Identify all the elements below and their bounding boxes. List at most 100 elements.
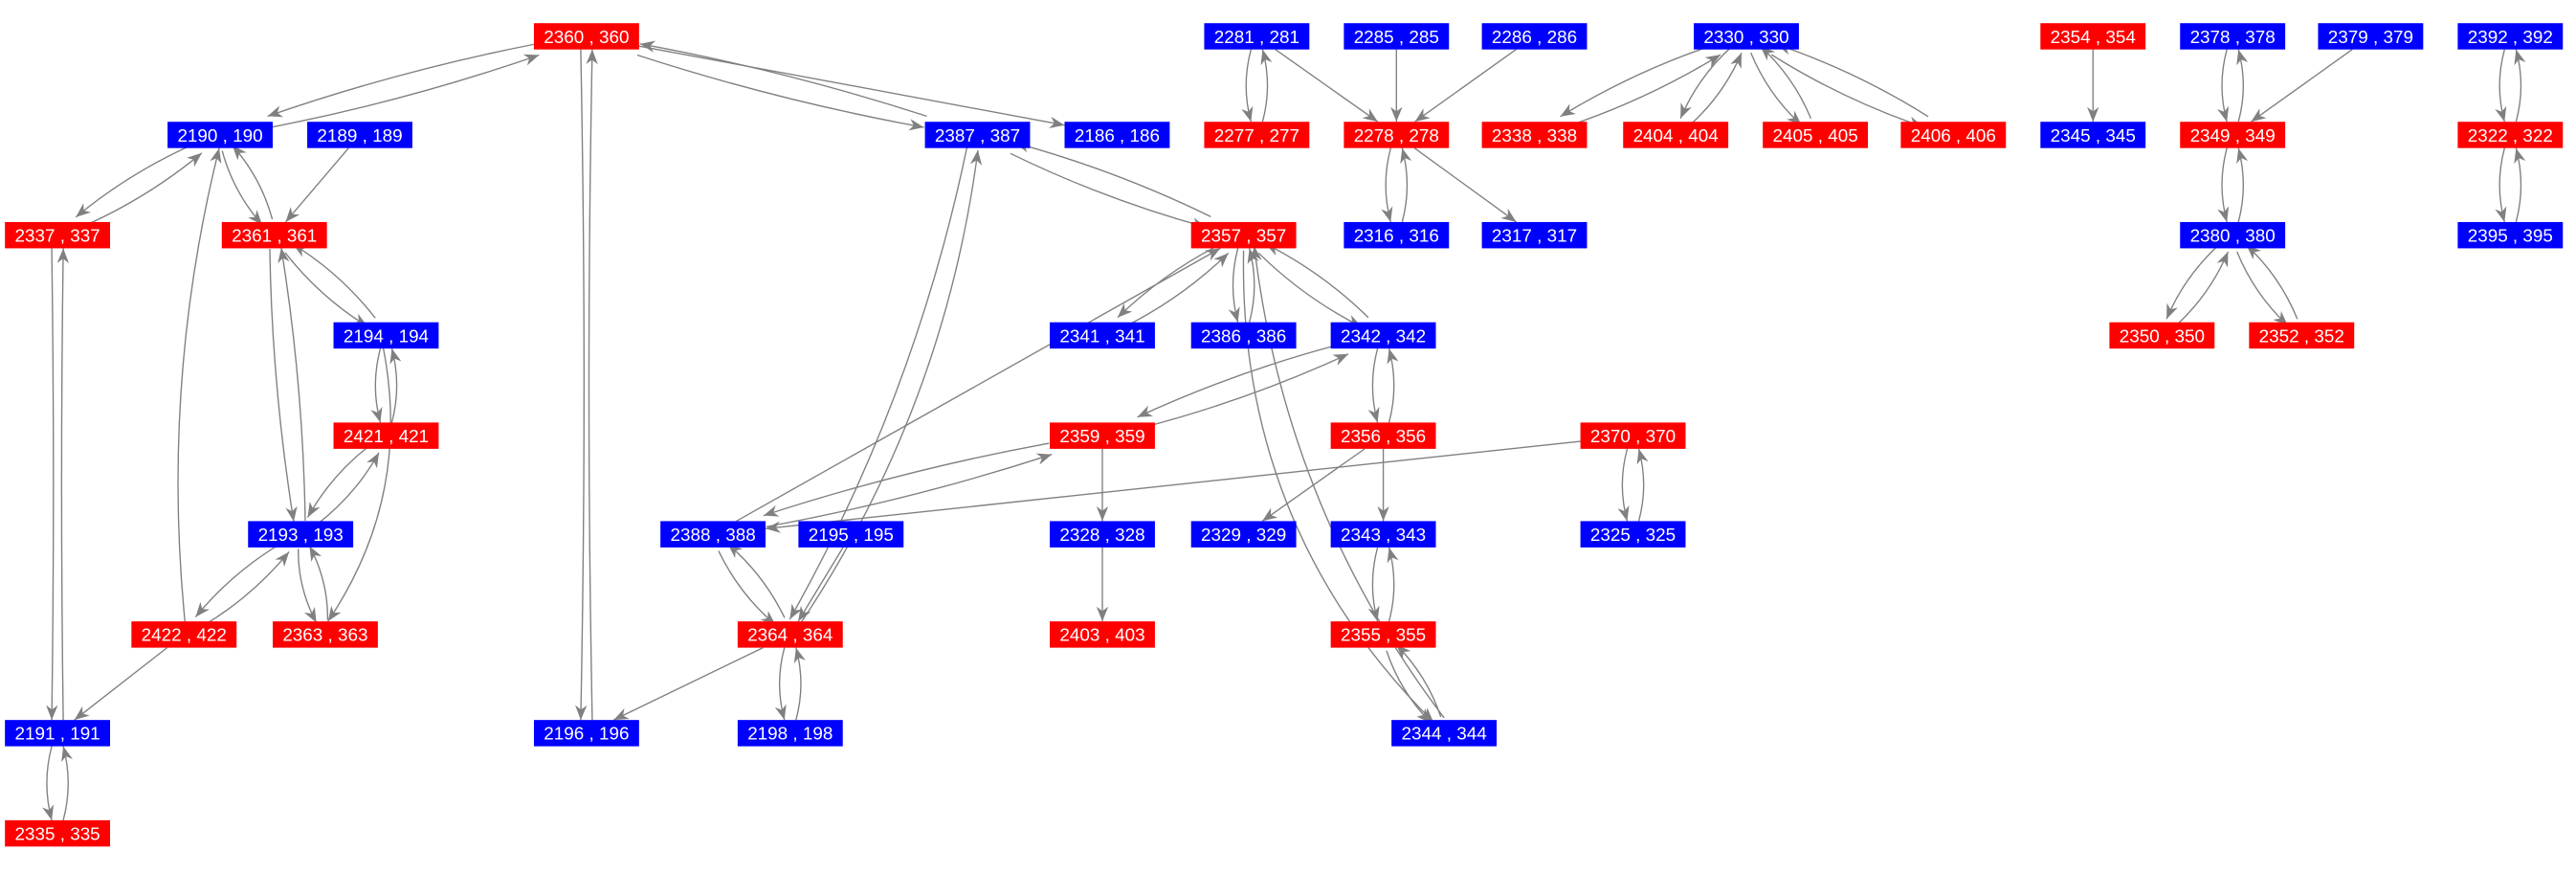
node-box: [1481, 23, 1588, 50]
node-2387[interactable]: 2387 , 387: [924, 122, 1031, 148]
node-2189[interactable]: 2189 , 189: [307, 122, 412, 148]
edge-2277-to-2281: [1260, 49, 1273, 123]
node-2328[interactable]: 2328 , 328: [1050, 521, 1155, 548]
node-2278[interactable]: 2278 , 278: [1344, 122, 1450, 148]
node-box: [1900, 122, 2007, 148]
node-label: 2380 , 380: [2190, 227, 2276, 247]
node-2191[interactable]: 2191 , 191: [5, 720, 111, 747]
node-2354[interactable]: 2354 , 354: [2040, 23, 2146, 50]
node-2395[interactable]: 2395 , 395: [2457, 221, 2564, 249]
node-2198[interactable]: 2198 , 198: [737, 720, 843, 747]
edge-2357-to-2341: [1117, 242, 1223, 319]
node-2361[interactable]: 2361 , 361: [221, 221, 327, 249]
edge-2338-to-2330: [1565, 54, 1721, 128]
node-box: [1391, 720, 1498, 747]
node-2404[interactable]: 2404 , 404: [1623, 122, 1729, 148]
node-2405[interactable]: 2405 , 405: [1763, 122, 1869, 148]
edge-2190-to-2361: [221, 150, 263, 226]
node-label: 2350 , 350: [2120, 326, 2205, 347]
node-2194[interactable]: 2194 , 194: [333, 322, 439, 349]
node-label: 2404 , 404: [1633, 126, 1719, 146]
node-2316[interactable]: 2316 , 316: [1344, 221, 1450, 249]
node-2364[interactable]: 2364 , 364: [737, 621, 843, 648]
node-2356[interactable]: 2356 , 356: [1330, 422, 1436, 449]
node-2380[interactable]: 2380 , 380: [2180, 221, 2286, 249]
node-2352[interactable]: 2352 , 352: [2249, 322, 2355, 349]
node-label: 2196 , 196: [544, 725, 629, 745]
node-box: [272, 621, 378, 648]
node-label: 2191 , 191: [14, 725, 100, 745]
node-2285[interactable]: 2285 , 285: [1344, 23, 1450, 50]
node-box: [248, 521, 354, 548]
node-2386[interactable]: 2386 , 386: [1190, 322, 1297, 349]
edge-2198-to-2364: [793, 647, 806, 721]
node-2338[interactable]: 2338 , 338: [1481, 122, 1588, 148]
node-2190[interactable]: 2190 , 190: [167, 122, 273, 148]
node-box: [1330, 322, 1436, 349]
node-2370[interactable]: 2370 , 370: [1580, 422, 1686, 449]
node-2196[interactable]: 2196 , 196: [533, 720, 639, 747]
node-box: [1050, 422, 1155, 449]
node-2193[interactable]: 2193 , 193: [248, 521, 354, 548]
node-2343[interactable]: 2343 , 343: [1330, 521, 1436, 548]
node-2349[interactable]: 2349 , 349: [2180, 122, 2286, 148]
node-2330[interactable]: 2330 , 330: [1694, 23, 1799, 50]
node-box: [1580, 422, 1686, 449]
edge-2337-to-2191: [46, 248, 58, 721]
edge-2342-to-2357: [1264, 242, 1369, 319]
node-2281[interactable]: 2281 , 281: [1204, 23, 1310, 50]
node-2341[interactable]: 2341 , 341: [1050, 322, 1155, 349]
node-2344[interactable]: 2344 , 344: [1391, 720, 1498, 747]
node-2286[interactable]: 2286 , 286: [1481, 23, 1588, 50]
node-2342[interactable]: 2342 , 342: [1330, 322, 1436, 349]
edge-2281-to-2277: [1241, 49, 1254, 123]
node-2329[interactable]: 2329 , 329: [1190, 521, 1297, 548]
node-box: [660, 521, 766, 548]
node-2350[interactable]: 2350 , 350: [2109, 322, 2215, 349]
node-2421[interactable]: 2421 , 421: [333, 422, 439, 449]
edge-2342-to-2359: [1137, 342, 1345, 418]
edge-2404-to-2330: [1689, 52, 1743, 126]
edge-2421-to-2193: [306, 444, 371, 518]
node-box: [1580, 521, 1686, 548]
node-label: 2329 , 329: [1201, 526, 1286, 546]
node-2355[interactable]: 2355 , 355: [1330, 621, 1436, 648]
edge-2359-to-2388: [763, 442, 1050, 517]
node-label: 2361 , 361: [232, 227, 317, 247]
node-2322[interactable]: 2322 , 322: [2457, 122, 2564, 148]
edge-2364-to-2387: [800, 149, 983, 624]
node-box: [1190, 521, 1297, 548]
node-2379[interactable]: 2379 , 379: [2318, 23, 2424, 50]
node-label: 2278 , 278: [1354, 126, 1439, 146]
node-2359[interactable]: 2359 , 359: [1050, 422, 1155, 449]
node-2325[interactable]: 2325 , 325: [1580, 521, 1686, 548]
node-label: 2349 , 349: [2190, 126, 2276, 146]
node-2335[interactable]: 2335 , 335: [5, 819, 111, 847]
node-2406[interactable]: 2406 , 406: [1900, 122, 2007, 148]
node-2357[interactable]: 2357 , 357: [1190, 221, 1297, 249]
node-2360[interactable]: 2360 , 360: [533, 23, 639, 50]
node-2388[interactable]: 2388 , 388: [660, 521, 766, 548]
edge-2380-to-2349: [2236, 147, 2249, 223]
edge-2191-to-2335: [42, 746, 55, 821]
node-2195[interactable]: 2195 , 195: [798, 521, 904, 548]
node-2363[interactable]: 2363 , 363: [272, 621, 378, 648]
node-2186[interactable]: 2186 , 186: [1064, 122, 1170, 148]
node-box: [1694, 23, 1799, 50]
node-2378[interactable]: 2378 , 378: [2180, 23, 2286, 50]
edge-2370-to-2325: [1617, 448, 1630, 522]
node-2392[interactable]: 2392 , 392: [2457, 23, 2564, 50]
edge-2378-to-2349: [2217, 49, 2230, 123]
node-2422[interactable]: 2422 , 422: [131, 621, 237, 648]
node-box: [1204, 122, 1310, 148]
node-2403[interactable]: 2403 , 403: [1050, 621, 1155, 648]
edge-2370-to-2388: [765, 440, 1581, 533]
node-2337[interactable]: 2337 , 337: [5, 221, 111, 249]
edge-2278-to-2317: [1413, 147, 1518, 223]
node-box: [221, 221, 327, 249]
node-2277[interactable]: 2277 , 277: [1204, 122, 1310, 148]
node-2317[interactable]: 2317 , 317: [1481, 221, 1588, 249]
node-label: 2343 , 343: [1341, 526, 1426, 546]
node-2345[interactable]: 2345 , 345: [2040, 122, 2146, 148]
node-box: [1763, 122, 1869, 148]
